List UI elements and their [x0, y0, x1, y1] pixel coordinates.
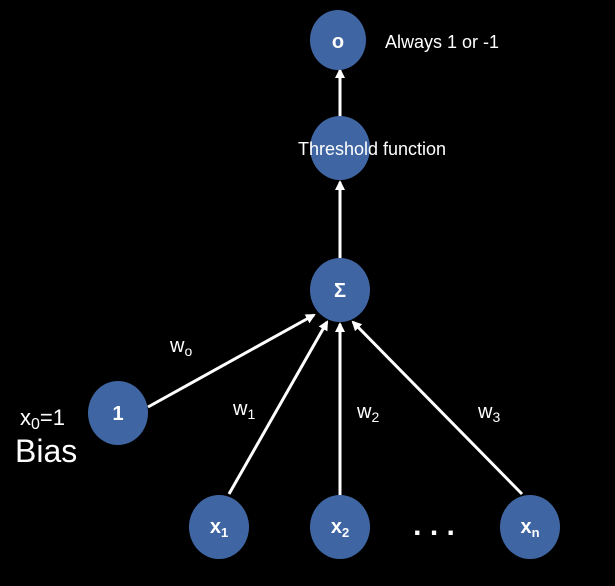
bias-title: Bias: [15, 433, 77, 469]
input-node-x1-label: x1: [210, 516, 228, 540]
output-node-label: o: [332, 31, 344, 53]
bias-node-label: 1: [112, 403, 123, 425]
edge-x1-to-sum: [227, 320, 329, 495]
threshold-node: [310, 116, 370, 180]
input-node-x2: x2: [310, 495, 370, 559]
input-node-x2-label: x2: [331, 516, 349, 540]
edge-xn-to-sum: [351, 320, 524, 496]
input-node-xn-label: xn: [520, 516, 539, 540]
output-node: o: [310, 10, 366, 70]
sum-node: Σ: [310, 258, 370, 322]
weight-label-w3: w3: [477, 401, 500, 425]
threshold-function-label: Threshold function: [298, 139, 446, 159]
weight-label-w0: wo: [169, 335, 192, 359]
input-node-xn: xn: [500, 495, 560, 559]
bias-equation: x0=1: [20, 405, 65, 433]
weight-label-w1: w1: [232, 398, 255, 422]
edge-bias-to-sum: [147, 313, 316, 409]
ellipsis: . . .: [413, 509, 455, 542]
output-note: Always 1 or -1: [385, 32, 499, 52]
sum-node-label: Σ: [334, 280, 346, 302]
bias-node: 1: [88, 381, 148, 445]
weight-label-w2: w2: [356, 401, 379, 425]
input-node-x1: x1: [189, 495, 249, 559]
